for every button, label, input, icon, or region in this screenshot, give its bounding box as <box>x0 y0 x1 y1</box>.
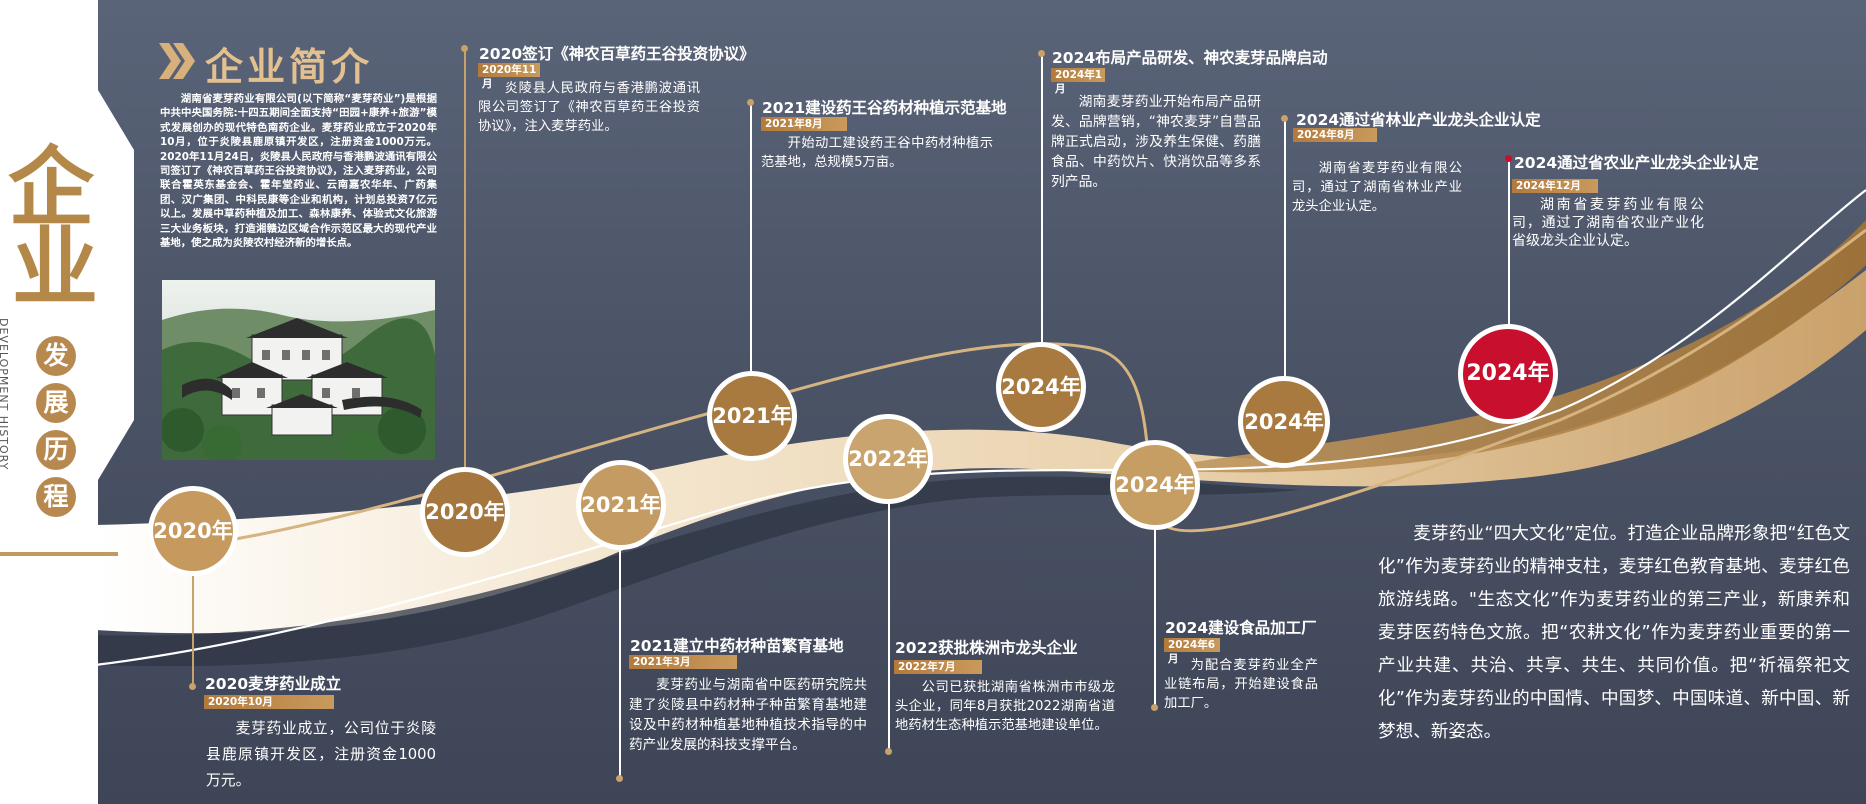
thin-white-line <box>94 189 1866 667</box>
event-text: 湖南省麦芽药业有限公司，通过了湖南省农业产业化省级龙头企业认定。 <box>1512 197 1704 249</box>
side-big-char-2: 业 <box>12 217 98 318</box>
culture-paragraph: 麦芽药业“四大文化”定位。打造企业品牌形象把“红色文化”作为麦芽药业的精神支柱，… <box>1378 524 1850 742</box>
side-char-cheng: 程 <box>36 477 76 517</box>
year-circle-2024-jun: 2024年 <box>1110 440 1200 530</box>
event-date: 2021年8月 <box>761 117 847 131</box>
intro-title: 企业简介 <box>205 44 374 89</box>
event-text: 为配合麦芽药业全产业链布局，开始建设食品加工厂。 <box>1164 658 1318 711</box>
side-divider <box>0 552 118 556</box>
connector-dot <box>885 748 892 755</box>
event-title: 2024通过省林业产业龙头企业认定 <box>1296 111 1541 129</box>
connector-dot <box>189 683 196 690</box>
intro-text: 湖南省麦芽药业有限公司(以下简称“麦芽药业”)是根据中共中央国务院:十四五期间全… <box>160 93 437 250</box>
connector-2021-mar <box>619 542 621 778</box>
connector-dot <box>461 45 468 52</box>
event-title: 2021建设药王谷药材种植示范基地 <box>762 99 1007 117</box>
year-circle-2022-jul: 2022年 <box>843 414 933 504</box>
event-text: 麦芽药业与湖南省中医药研究院共建了炎陵县中药材种子种苗繁育基地建设及中药材种植基… <box>629 677 867 753</box>
event-title: 2020麦芽药业成立 <box>205 675 342 693</box>
connector-dot-red <box>1505 155 1512 162</box>
event-title: 2020签订《神农百草药王谷投资协议》 <box>479 45 755 63</box>
event-date: 2020年10月 <box>204 695 334 709</box>
year-circle-2020-nov: 2020年 <box>420 467 510 557</box>
event-date: 2022年7月 <box>894 660 982 674</box>
side-char-fa: 发 <box>36 336 76 376</box>
year-circle-2020-oct: 2020年 <box>148 486 238 576</box>
connector-dot <box>616 775 623 782</box>
connector-dot <box>1038 50 1045 57</box>
connector-dot <box>1281 115 1288 122</box>
year-circle-2024-aug: 2024年 <box>1238 376 1330 468</box>
event-title: 2024布局产品研发、神农麦芽品牌启动 <box>1052 49 1328 67</box>
year-circle-2021-mar: 2021年 <box>576 460 666 550</box>
connector-2020-nov <box>464 48 466 474</box>
connector-2020-oct <box>192 567 194 687</box>
side-english-label: DEVELOPMENT HISTORY <box>0 318 10 471</box>
event-title: 2022获批株洲市龙头企业 <box>895 639 1078 657</box>
event-date: 2024年12月 <box>1512 179 1598 193</box>
connector-2024-aug <box>1284 118 1286 382</box>
side-big-char-1: 企 <box>8 137 94 238</box>
company-photo <box>162 280 435 460</box>
connector-dot <box>747 99 754 106</box>
chevron-icon <box>159 43 195 79</box>
event-date: 2024年6月 <box>1164 638 1220 665</box>
connector-2024-jan <box>1041 53 1043 345</box>
cream-ribbon <box>95 270 1866 634</box>
side-panel-notch <box>98 0 134 804</box>
event-date: 2024年1月 <box>1051 68 1105 95</box>
event-text: 麦芽药业成立，公司位于炎陵县鹿原镇开发区，注册资金1000万元。 <box>206 720 436 789</box>
connector-2021-aug <box>750 102 752 374</box>
event-date: 2021年3月 <box>629 655 737 669</box>
side-char-li: 历 <box>36 430 76 470</box>
year-circle-2024-dec: 2024年 <box>1458 324 1558 424</box>
event-text: 开始动工建设药王谷中药材种植示范基地，总规模5万亩。 <box>761 136 993 170</box>
event-text: 炎陵县人民政府与香港鹏波通讯限公司签订了《神农百草药王谷投资协议》，注入麦芽药业… <box>478 81 700 134</box>
event-title: 2024建设食品加工厂 <box>1165 619 1317 637</box>
side-char-zhan: 展 <box>36 383 76 423</box>
event-date: 2024年8月 <box>1293 128 1377 142</box>
connector-2024-jun <box>1154 528 1156 708</box>
event-title: 2021建立中药材种苗繁育基地 <box>630 637 844 655</box>
connector-2024-dec <box>1508 158 1510 334</box>
year-circle-2024-jan: 2024年 <box>996 342 1086 432</box>
event-text: 公司已获批湖南省株洲市市级龙头企业，同年8月获批2022湖南省道地药材生态种植示… <box>895 680 1115 733</box>
event-title: 2024通过省农业产业龙头企业认定 <box>1514 154 1759 172</box>
year-circle-2021-aug: 2021年 <box>707 371 797 461</box>
dark-band <box>95 476 1300 667</box>
connector-dot <box>1151 704 1158 711</box>
connector-2022-jul <box>888 502 890 752</box>
event-text: 湖南省麦芽药业有限公司，通过了湖南省林业产业龙头企业认定。 <box>1292 161 1462 214</box>
event-text: 湖南麦芽药业开始布局产品研发、品牌营销，“神农麦芽”自营品牌正式启动，涉及养生保… <box>1051 94 1261 190</box>
thin-gold-line <box>229 228 1866 542</box>
event-date: 2020年11月 <box>478 63 540 90</box>
